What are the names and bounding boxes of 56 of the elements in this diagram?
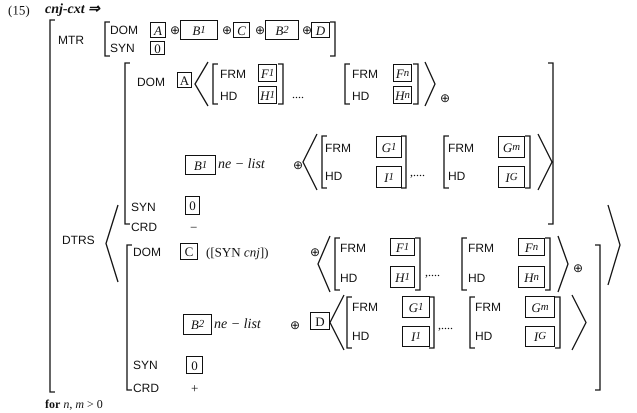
- feature-label: SYN: [133, 359, 158, 371]
- feature-label: HD: [340, 272, 358, 284]
- tag-box: 0: [150, 41, 165, 55]
- operator: ⊕: [440, 92, 450, 104]
- feature-label: MTR: [58, 34, 84, 46]
- feature-label: HD: [448, 170, 466, 182]
- feature-label: FRM: [340, 242, 366, 254]
- type-label: cnj-cxt ⇒: [45, 3, 100, 17]
- tag-box: A: [177, 72, 192, 88]
- operator: ⊕: [222, 24, 232, 36]
- feature-label: HD: [352, 330, 370, 342]
- tag-box: 0: [185, 196, 200, 215]
- feature-label: FRM: [352, 68, 378, 80]
- operator: ⊕: [255, 24, 266, 36]
- tag-box: D: [311, 22, 330, 38]
- operator: ⊕: [293, 159, 304, 171]
- value: −: [190, 220, 198, 234]
- operator: ⊕: [310, 246, 320, 258]
- operator: ⊕: [573, 262, 584, 274]
- feature-label: DOM: [110, 24, 138, 36]
- tag-box: C: [233, 22, 250, 38]
- operator: ⊕: [170, 24, 180, 36]
- feature-label: FRM: [475, 301, 501, 313]
- ellipsis: ,....: [438, 319, 453, 331]
- feature-label: HD: [352, 90, 370, 102]
- feature-label: FRM: [325, 142, 351, 154]
- feature-label: SYN: [131, 201, 156, 213]
- feature-label: DTRS: [62, 234, 95, 246]
- feature-label: CRD: [133, 382, 159, 394]
- feature-label: HD: [220, 90, 238, 102]
- feature-label: FRM: [448, 142, 474, 154]
- tag-box: D: [310, 312, 330, 330]
- list-type: ne − list: [214, 318, 261, 332]
- tag-box: C: [180, 243, 198, 260]
- operator: ⊕: [290, 319, 300, 331]
- example-number: (15): [8, 4, 30, 16]
- feature-label: FRM: [468, 242, 494, 254]
- feature-label: CRD: [131, 221, 157, 233]
- feature-label: HD: [325, 170, 342, 182]
- feature-label: SYN: [110, 42, 135, 54]
- ellipsis: ,....: [410, 166, 425, 178]
- feature-label: DOM: [133, 246, 161, 258]
- value: +: [191, 382, 198, 394]
- ellipsis: ,....: [425, 266, 440, 278]
- condition-note: for n, m > 0: [45, 398, 103, 410]
- tag-box: A: [150, 22, 166, 38]
- value: ([SYN cnj]): [206, 246, 268, 258]
- feature-label: HD: [475, 330, 492, 342]
- feature-label: DOM: [137, 76, 165, 88]
- ellipsis: ....: [292, 88, 304, 100]
- tag-box: 0: [186, 356, 203, 374]
- feature-label: FRM: [352, 301, 378, 313]
- operator: ⊕: [302, 24, 312, 36]
- feature-label: FRM: [220, 68, 246, 80]
- feature-label: HD: [468, 272, 486, 284]
- list-type: ne − list: [218, 158, 265, 172]
